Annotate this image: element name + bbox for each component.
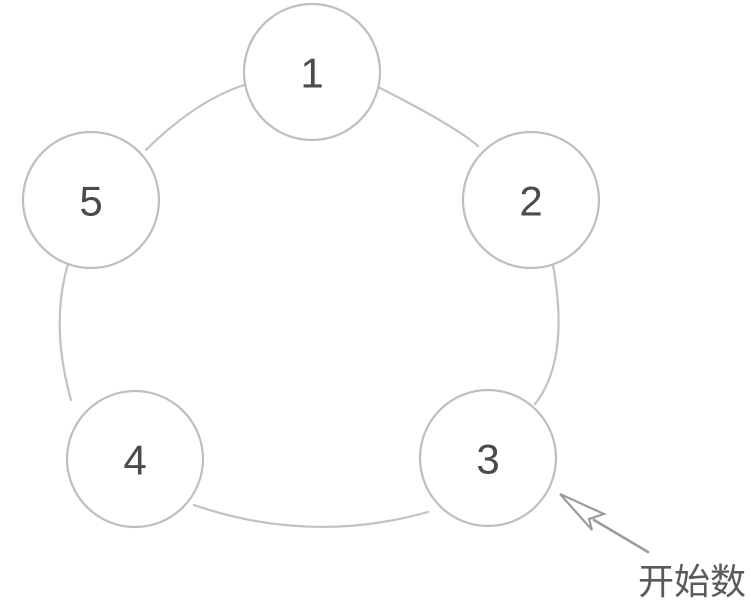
node-2-label: 2 bbox=[519, 178, 542, 225]
edge-node2-node3 bbox=[533, 263, 560, 406]
edge-node5-node1 bbox=[144, 82, 249, 152]
node-3-label: 3 bbox=[476, 436, 499, 483]
start-pointer-arrow bbox=[559, 492, 650, 554]
start-pointer-label: 开始数 bbox=[638, 562, 746, 603]
node-4-circle[interactable] bbox=[65, 389, 205, 529]
node-4[interactable]: 4 bbox=[65, 389, 205, 529]
arrow-shaft-line bbox=[592, 518, 650, 554]
arrow-head-icon bbox=[559, 492, 608, 531]
node-3-circle[interactable] bbox=[418, 388, 558, 528]
edge-node3-node4 bbox=[192, 503, 430, 529]
edge-group bbox=[58, 82, 560, 529]
node-5[interactable]: 5 bbox=[21, 130, 161, 270]
node-3[interactable]: 3 bbox=[418, 388, 558, 528]
node-5-label: 5 bbox=[79, 178, 102, 225]
edge-node4-node5 bbox=[58, 262, 73, 402]
node-1[interactable]: 1 bbox=[242, 2, 382, 142]
edge-node1-node2 bbox=[378, 86, 480, 148]
node-2-circle[interactable] bbox=[461, 130, 601, 270]
node-5-circle[interactable] bbox=[21, 130, 161, 270]
node-group: 1 2 3 4 5 bbox=[21, 2, 601, 529]
node-1-circle[interactable] bbox=[242, 2, 382, 142]
node-1-label: 1 bbox=[300, 50, 323, 97]
node-4-label: 4 bbox=[123, 437, 146, 484]
node-2[interactable]: 2 bbox=[461, 130, 601, 270]
